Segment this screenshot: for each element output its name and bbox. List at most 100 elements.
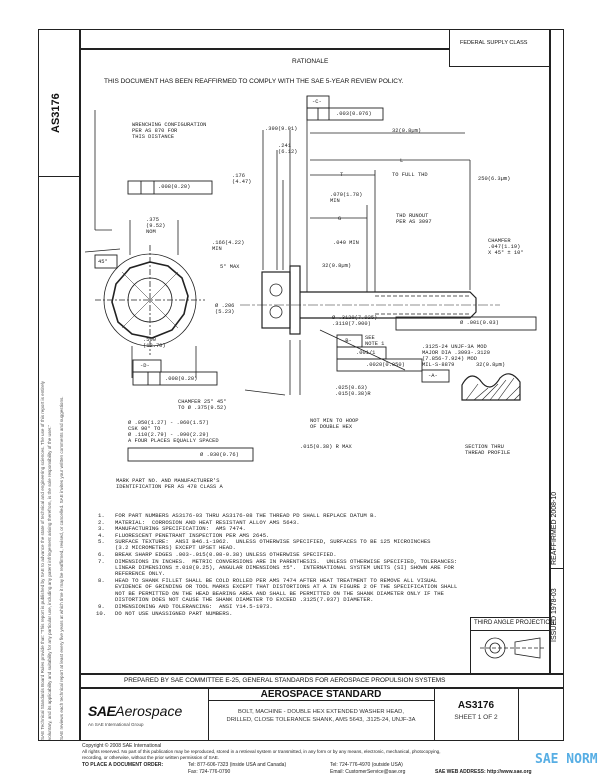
mark-note: MARK PART NO. AND MANUFACTURER'S IDENTIF… (116, 478, 223, 490)
prepared-by: PREPARED BY SAE COMMITTEE E-25, GENERAL … (124, 677, 446, 684)
note-text: DIMENSIONING AND TOLERANCING: ANSI Y14.5… (115, 603, 273, 610)
chamfer-end: CHAMFER .047(1.19) X 45° ± 10° (488, 238, 524, 256)
note-number: 6. (98, 551, 105, 558)
dim-390: .390(9.91) (265, 126, 298, 132)
tel-intl: Tel: 724-776-4970 (outside USA) (330, 762, 403, 768)
fcf-b2-value: .0020(0.050) (366, 362, 405, 368)
note-text: SURFACE TEXTURE: ANSI B46.1-1962. UNLESS… (115, 538, 431, 552)
dim-500: .500 (12.70) (143, 337, 166, 349)
runout-fcf-value: .008(0.20) (158, 184, 191, 190)
note-number: 2. (98, 518, 105, 526)
finish-32-top: 32(0.8µm) (392, 128, 422, 134)
note-number: 8. (98, 577, 105, 584)
dim-206: Ø .206 (5.23) (215, 303, 235, 315)
dim-241: .241 (6.12) (278, 143, 298, 155)
dim-015: .015(0.38) R MAX (300, 444, 352, 450)
full-thread: TO FULL THD (392, 172, 428, 178)
head (261, 271, 291, 329)
rationale-text: THIS DOCUMENT HAS BEEN REAFFIRMED TO COM… (104, 78, 404, 85)
title-block-top (79, 687, 564, 689)
header-rule (80, 48, 450, 50)
dim-t: T (340, 172, 344, 178)
note-number: 1. (98, 512, 105, 519)
title-col-2 (434, 687, 436, 741)
finish-32-section: 32(0.8µm) (476, 362, 506, 368)
datum-c: -C- (312, 99, 322, 105)
title-block-left (79, 673, 81, 741)
fcf-b1-value: .001/1 (356, 350, 376, 356)
hole-fcf-value: Ø .030(0.76) (200, 452, 239, 458)
dim-166: .166(4.22) MIN (212, 240, 245, 252)
note-text: MATERIAL: CORROSION AND HEAT RESISTANT A… (115, 518, 300, 526)
note-number: 7. (98, 557, 105, 565)
note-number: 4. (98, 531, 105, 539)
dim-l: L (400, 158, 404, 164)
not-min-note: NOT MIN TO HOOP OF DOUBLE HEX (310, 418, 359, 430)
fax: Fax: 724-776-0790 (188, 769, 231, 775)
side-view (94, 96, 500, 396)
title-col-1 (208, 687, 210, 741)
datum-b: -B- (342, 338, 352, 344)
holes-note: Ø .050(1.27) - .060(1.57) CSK 90° TO Ø .… (128, 420, 219, 444)
thread-section (461, 373, 521, 401)
chamfer-head: CHAMFER 25° 45° TO Ø .375(9.52) (178, 399, 227, 411)
dim-070: .070(1.78) MIN (330, 192, 363, 204)
email: Email: CustomerService@sae.org (330, 769, 406, 775)
inner-right-rule (549, 29, 551, 673)
fcf-c-value: .003(0.076) (336, 111, 372, 117)
note-number: 9. (98, 603, 105, 610)
rationale-title: RATIONALE (292, 58, 329, 65)
logo-aerospace: Aerospace (115, 703, 183, 719)
rights-text-2: recording, or otherwise, without the pri… (82, 755, 220, 760)
thread-callout: .3125-24 UNJF-3A MOD MAJOR DIA .3093-.31… (422, 344, 490, 368)
sae-aerospace-logo: SAEAerospace An SAE International Group (88, 703, 182, 727)
rights-text: All rights reserved. No part of this pub… (82, 749, 441, 754)
thread-fcf-value: Ø .001(0.03) (460, 320, 499, 326)
finish-32-mid: 32(0.8µm) (322, 263, 352, 269)
web-address: SAE WEB ADDRESS: http://www.sae.org (435, 769, 532, 775)
note-text: BREAK SHARP EDGES .003-.015(0.08-0.38) U… (115, 551, 337, 558)
dim-g: G (338, 216, 342, 222)
title-doc-number: AS3176 (457, 700, 495, 711)
logo-sae: SAE (88, 703, 116, 719)
prepared-row-top (79, 673, 564, 675)
projection-header-rule (470, 630, 550, 632)
note-number: 3. (98, 525, 105, 532)
double-hex-outline (111, 261, 189, 339)
note-text: MANUFACTURING SPECIFICATION: AMS 7474. (115, 525, 246, 532)
inner-left-rule (79, 29, 81, 673)
drawing-frame (38, 29, 564, 741)
section-label: SECTION THRU THREAD PROFILE (465, 444, 511, 456)
copyright: Copyright © 2008 SAE International (82, 743, 162, 749)
dim-176: .176 (4.47) (232, 173, 252, 185)
end-view (84, 220, 205, 378)
federal-supply-class-box (449, 29, 551, 67)
third-angle-symbol (480, 637, 545, 659)
radius-min: .040 MIN (333, 240, 359, 246)
right-strip-divider (550, 568, 563, 569)
standard-type: AEROSPACE STANDARD (260, 689, 382, 700)
document-title: BOLT, MACHINE - DOUBLE HEX EXTENDED WASH… (226, 709, 416, 723)
note-number: 5. (98, 538, 105, 545)
sae-norm-watermark: SAE NORM (535, 752, 598, 767)
sheet-number: SHEET 1 OF 2 (454, 714, 498, 721)
dim-025: .025(0.63) .015(0.38)R (335, 385, 371, 397)
dim-375: .375 (9.52) NOM (146, 217, 166, 235)
finish-250: 250(6.3µm) (478, 176, 511, 182)
logo-subtitle: An SAE International Group (88, 722, 144, 727)
feature-frames (94, 95, 537, 462)
projection-label: THIRD ANGLE PROJECTION (474, 620, 555, 626)
side-doc-number-box (38, 29, 80, 177)
note-text: DIMENSIONS IN INCHES. METRIC CONVERSIONS… (115, 557, 458, 578)
title-row-rule (208, 700, 434, 702)
note-text: FOR PART NUMBERS AS3176-03 THRU AS3176-0… (115, 512, 377, 519)
max-5: 5° MAX (220, 264, 240, 270)
datum-a: -A- (428, 373, 438, 379)
note-number: 10. (96, 609, 107, 617)
tel-us: Tel: 877-606-7323 (inside USA and Canada… (188, 762, 287, 768)
federal-supply-class-label: FEDERAL SUPPLY CLASS (460, 40, 528, 46)
note-text: DO NOT USE UNASSIGNED PART NUMBERS. (115, 609, 233, 617)
angle-45: 45° (98, 259, 108, 265)
wrenching-note: WRENCHING CONFIGURATION PER AS 870 FOR T… (132, 122, 207, 140)
